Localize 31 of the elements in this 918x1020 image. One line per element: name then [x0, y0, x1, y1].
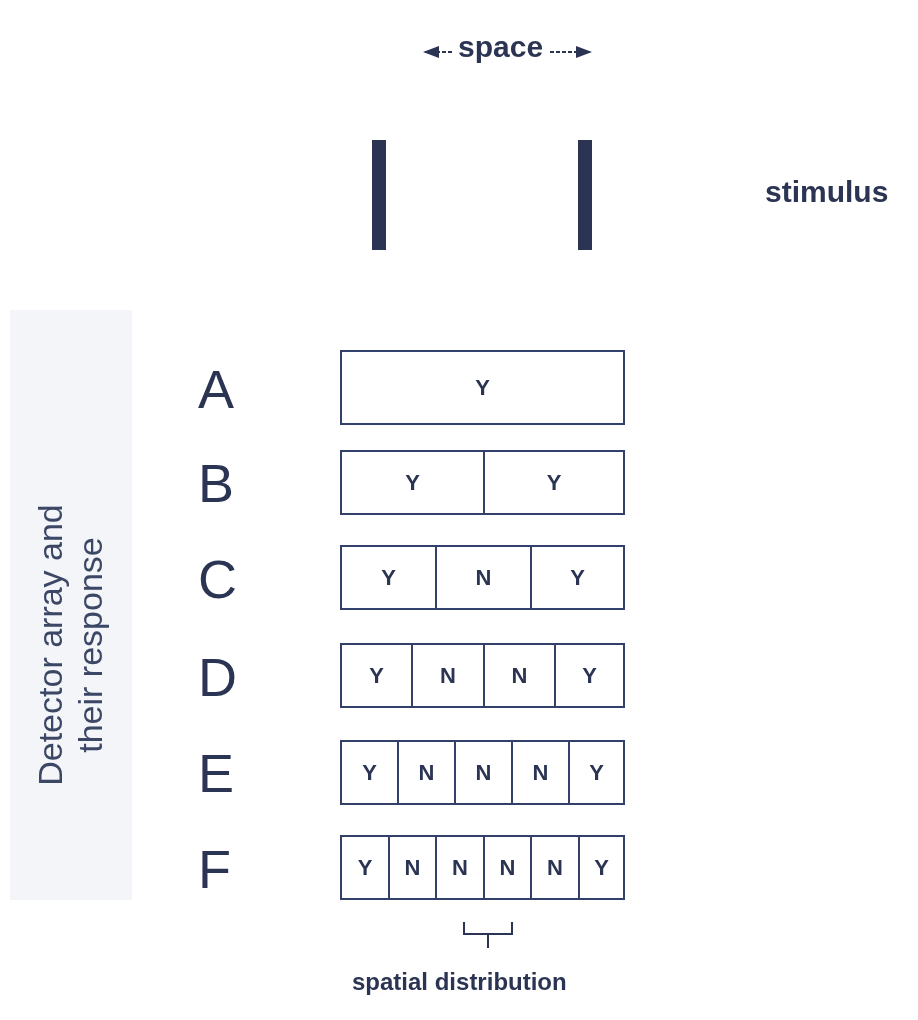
detector-cell: Y	[530, 545, 625, 610]
detector-cell: N	[411, 643, 485, 708]
detector-cell: Y	[340, 740, 399, 805]
detector-cell: N	[397, 740, 456, 805]
detector-cell: N	[435, 545, 532, 610]
detector-cell: N	[511, 740, 570, 805]
detector-cell: N	[454, 740, 513, 805]
detector-cell: N	[435, 835, 485, 900]
row-letter: E	[198, 742, 235, 804]
caption-label: spatial distribution	[352, 968, 567, 996]
detector-cell: Y	[340, 350, 625, 425]
axis-label: space	[458, 30, 544, 64]
row-letter: A	[198, 358, 235, 420]
detector-cell: Y	[340, 835, 390, 900]
detector-cell: Y	[340, 450, 485, 515]
detector-cell: N	[530, 835, 580, 900]
row-letter: B	[198, 452, 235, 514]
detector-cell: Y	[483, 450, 625, 515]
stimulus-label: stimulus	[765, 175, 889, 209]
row-letter: F	[198, 838, 231, 900]
row-letter: C	[198, 548, 237, 610]
detector-cell: Y	[340, 545, 437, 610]
axis-title: Detector array and their response	[30, 503, 110, 788]
detector-cell: Y	[340, 643, 413, 708]
detector-cell: Y	[578, 835, 625, 900]
detector-cell: N	[388, 835, 437, 900]
row-letter: D	[198, 646, 237, 708]
detector-cell: Y	[568, 740, 625, 805]
detector-cell: N	[483, 835, 532, 900]
detector-cell: N	[483, 643, 556, 708]
detector-cell: Y	[554, 643, 625, 708]
